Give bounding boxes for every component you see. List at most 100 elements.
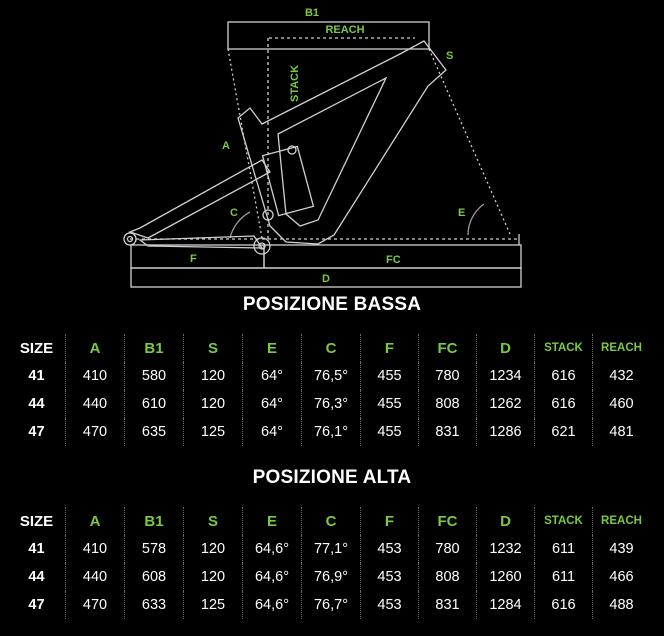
cell-stack: 616	[534, 591, 593, 619]
geometry-diagram: B1 REACH STACK S A C E F FC D	[123, 7, 522, 288]
cell-stack: 611	[534, 535, 593, 563]
cell-size: 44	[28, 569, 45, 585]
col-header-s: S	[183, 507, 243, 535]
col-header-e: E	[242, 334, 302, 362]
label-b1: B1	[305, 7, 319, 19]
col-header-s: S	[183, 334, 243, 362]
table-1-title: POSIZIONE BASSA	[242, 294, 422, 315]
cell-b1: 578	[124, 535, 184, 563]
label-c: C	[230, 207, 238, 219]
rear-shock	[261, 145, 315, 217]
table-header-row: SIZE A B1 S E C F FC D STACK REACH	[8, 507, 650, 535]
table-header-row: SIZE A B1 S E C F FC D STACK REACH	[8, 334, 650, 362]
label-stack: STACK	[289, 65, 301, 102]
cell-stack: 611	[534, 563, 593, 591]
label-d: D	[322, 273, 330, 285]
cell-c: 76,9°	[301, 563, 361, 591]
label-f: F	[190, 253, 197, 265]
cell-c: 76,5°	[301, 362, 361, 390]
table-row: 41 410 578 120 64,6° 77,1° 453 780 1232 …	[8, 535, 650, 563]
cell-fc: 808	[418, 390, 477, 418]
cell-d: 1234	[476, 362, 535, 390]
cell-e: 64,6°	[242, 563, 302, 591]
col-header-reach: REACH	[592, 334, 650, 362]
cell-d: 1232	[476, 535, 535, 563]
cell-b1: 580	[124, 362, 184, 390]
cell-a: 410	[65, 362, 125, 390]
head-angle-arc	[467, 203, 485, 236]
front-triangle-inner	[277, 76, 388, 227]
col-header-d: D	[476, 334, 535, 362]
cell-a: 410	[65, 535, 125, 563]
cell-c: 76,7°	[301, 591, 361, 619]
shock-bolt-top	[287, 145, 297, 155]
table-2-title: POSIZIONE ALTA	[252, 467, 412, 488]
cell-e: 64,6°	[242, 535, 302, 563]
cell-e: 64°	[242, 362, 302, 390]
col-header-size: SIZE	[19, 339, 54, 357]
cell-a: 440	[65, 563, 125, 591]
cell-size: 47	[28, 424, 45, 440]
b1-dimension-box	[227, 21, 430, 50]
cell-reach: 488	[592, 591, 650, 619]
cell-fc: 780	[418, 535, 477, 563]
cell-size: 41	[28, 368, 45, 384]
cell-fc: 831	[418, 418, 477, 446]
rear-chainstay	[138, 235, 264, 249]
cell-a: 470	[65, 418, 125, 446]
cell-d: 1260	[476, 563, 535, 591]
col-header-d: D	[476, 507, 535, 535]
cell-s: 125	[183, 591, 243, 619]
table-row: 44 440 610 120 64° 76,3° 455 808 1262 61…	[8, 390, 650, 418]
cell-stack: 621	[534, 418, 593, 446]
label-reach: REACH	[325, 24, 364, 36]
col-header-fc: FC	[418, 507, 477, 535]
label-s: S	[446, 50, 453, 62]
cell-f: 453	[360, 535, 419, 563]
cell-size: 47	[28, 597, 45, 613]
cell-stack: 616	[534, 390, 593, 418]
cell-b1: 608	[124, 563, 184, 591]
table-row: 47 470 633 125 64,6° 76,7° 453 831 1284 …	[8, 591, 650, 619]
geometry-table-high: SIZE A B1 S E C F FC D STACK REACH 41 41…	[8, 507, 650, 619]
table-row: 47 470 635 125 64° 76,1° 455 831 1286 62…	[8, 418, 650, 446]
cell-b1: 635	[124, 418, 184, 446]
table-row: 44 440 608 120 64,6° 76,9° 453 808 1260 …	[8, 563, 650, 591]
label-a: A	[222, 140, 230, 152]
col-header-size: SIZE	[19, 512, 54, 530]
bottom-bracket-inner	[258, 242, 266, 250]
cell-s: 125	[183, 418, 243, 446]
cell-size: 44	[28, 396, 45, 412]
cell-e: 64°	[242, 390, 302, 418]
col-header-reach: REACH	[592, 507, 650, 535]
cell-fc: 808	[418, 563, 477, 591]
seat-angle-arc	[229, 211, 251, 239]
cell-reach: 460	[592, 390, 650, 418]
front-triangle	[237, 40, 447, 245]
col-header-f: F	[360, 507, 419, 535]
cell-s: 120	[183, 362, 243, 390]
col-header-c: C	[301, 507, 361, 535]
cell-reach: 432	[592, 362, 650, 390]
f-dimension-box	[130, 244, 265, 269]
cell-a: 440	[65, 390, 125, 418]
col-header-b1: B1	[124, 334, 184, 362]
cell-d: 1286	[476, 418, 535, 446]
shock-bolt-bottom	[262, 209, 274, 221]
cell-f: 453	[360, 563, 419, 591]
col-header-stack: STACK	[534, 507, 593, 535]
rear-seatstay	[128, 159, 271, 239]
head-angle-line	[428, 48, 511, 235]
cell-e: 64,6°	[242, 591, 302, 619]
cell-c: 76,1°	[301, 418, 361, 446]
cell-s: 120	[183, 535, 243, 563]
label-e: E	[458, 207, 465, 219]
col-header-a: A	[65, 507, 125, 535]
cell-e: 64°	[242, 418, 302, 446]
cell-d: 1284	[476, 591, 535, 619]
cell-f: 455	[360, 390, 419, 418]
cell-s: 120	[183, 563, 243, 591]
cell-size: 41	[28, 541, 45, 557]
cell-a: 470	[65, 591, 125, 619]
col-header-c: C	[301, 334, 361, 362]
